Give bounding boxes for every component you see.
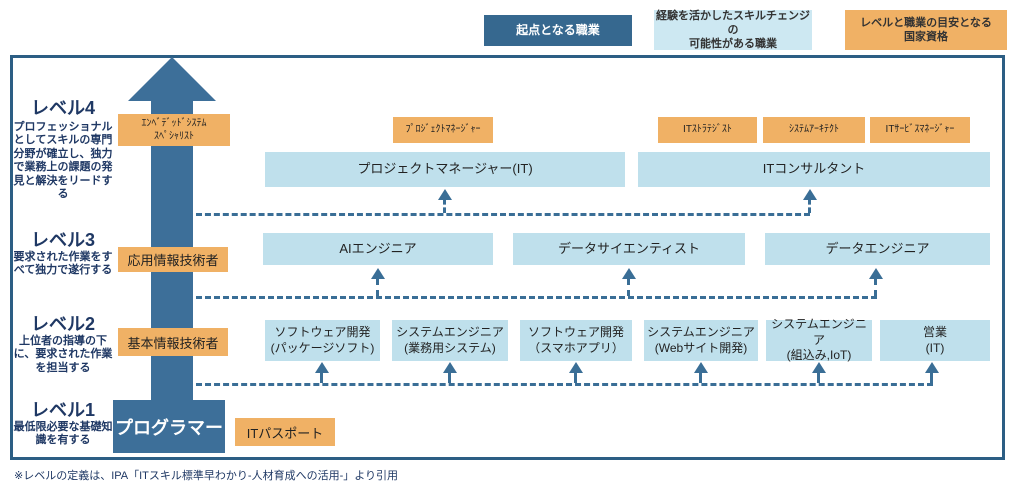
up-arrow-icon (569, 362, 583, 373)
level1-title: レベル1 (30, 400, 95, 420)
up-arrow-icon (315, 362, 329, 373)
up-arrow-icon (869, 268, 883, 279)
job-software-dev-package: ソフトウェア開発 (パッケージソフト) (265, 320, 380, 361)
legend-origin-label: 起点となる職業 (516, 22, 600, 37)
job-system-engineer-iot: システムエンジニア (組込み,IoT) (766, 317, 872, 362)
job-software-dev-smartphone: ソフトウェア開発 （スマホアプリ） (520, 320, 632, 361)
level3-description: 要求された作業をすべて独力で遂行する (13, 251, 113, 277)
connector-stub (448, 372, 451, 383)
legend-origin-job: 起点となる職業 (484, 15, 632, 46)
connector-stub (817, 372, 820, 383)
legend-skill-change-line1: 経験を活かしたスキルチェンジの (656, 9, 810, 36)
job-system-engineer-web: システムエンジニア (Webサイト開発) (644, 320, 758, 361)
legend-national-cert-line1: レベルと職業の目安となる (860, 16, 992, 29)
job-project-manager-it-label: プロジェクトマネージャー(IT) (357, 161, 533, 177)
job-data-scientist: データサイエンティスト (513, 233, 745, 265)
legend-skill-change-line2: 可能性がある職業 (689, 38, 777, 51)
level2-title: レベル2 (30, 314, 95, 334)
connector-stub (443, 199, 446, 213)
cert-it-strategist: ITｽﾄﾗﾃｼﾞｽﾄ (658, 117, 757, 143)
legend-national-cert: レベルと職業の目安となる 国家資格 (845, 10, 1007, 50)
up-arrow-icon (925, 362, 939, 373)
job-ai-engineer-label: AIエンジニア (339, 240, 417, 256)
cert-system-architect: ｼｽﾃﾑｱｰｷﾃｸﾄ (763, 117, 865, 143)
level4-description: プロフェッショナルとしてスキルの専門分野が確立し、独力で業務上の課題の発見と解決… (13, 121, 113, 201)
up-arrow-icon (371, 268, 385, 279)
level3-title: レベル3 (30, 230, 95, 250)
job-programmer: プログラマー (113, 400, 225, 453)
up-arrow-icon (694, 362, 708, 373)
level1-description: 最低限必要な基礎知識を有する (13, 421, 113, 447)
cert-it-service-manager: ITｻｰﾋﾞｽﾏﾈｰｼﾞｬｰ (870, 117, 970, 143)
connector-stub (376, 279, 379, 296)
job-data-scientist-label: データサイエンティスト (557, 240, 701, 256)
connector-stub (930, 372, 933, 383)
cert-embedded-system-specialist: ｴﾝﾍﾞﾃﾞｯﾄﾞｼｽﾃﾑ ｽﾍﾟｼｬﾘｽﾄ (118, 114, 230, 146)
cert-applied-info-engineer: 応用情報技術者 (118, 247, 228, 272)
up-arrow-icon (622, 268, 636, 279)
up-arrow-icon (812, 362, 826, 373)
up-arrow-icon (803, 189, 817, 200)
up-arrow-icon (443, 362, 457, 373)
job-it-consultant-label: ITコンサルタント (762, 161, 866, 177)
connector-stub (874, 279, 877, 296)
connector-stub (808, 199, 811, 213)
cert-project-manager: ﾌﾟﾛｼﾞｪｸﾄﾏﾈｰｼﾞｬｰ (393, 117, 493, 143)
connector-stub (699, 372, 702, 383)
up-arrow-icon (438, 189, 452, 200)
source-note: ※レベルの定義は、IPA「ITスキル標準早わかり-人材育成への活用-」より引用 (14, 470, 399, 482)
connector-stub (574, 372, 577, 383)
job-data-engineer: データエンジニア (765, 233, 990, 265)
level2-description: 上位者の指導の下に、要求された作業を担当する (13, 335, 113, 374)
cert-fundamental-info-engineer: 基本情報技術者 (118, 328, 228, 356)
growth-arrow-icon (128, 57, 216, 101)
job-project-manager-it: プロジェクトマネージャー(IT) (265, 152, 625, 187)
legend-national-cert-line2: 国家資格 (904, 31, 948, 43)
cert-it-passport: ITパスポート (235, 418, 335, 446)
legend-skill-change-job: 経験を活かしたスキルチェンジの 可能性がある職業 (654, 10, 812, 50)
connector-line-level3 (196, 296, 877, 299)
job-programmer-label: プログラマー (115, 417, 223, 438)
level4-title: レベル4 (30, 98, 95, 118)
job-sales-it: 営業 (IT) (880, 320, 990, 361)
job-ai-engineer: AIエンジニア (263, 233, 493, 265)
job-it-consultant: ITコンサルタント (638, 152, 990, 187)
job-data-engineer-label: データエンジニア (825, 240, 930, 256)
connector-stub (320, 372, 323, 383)
connector-line-level4 (196, 213, 810, 216)
connector-stub (627, 279, 630, 296)
connector-line-level2 (196, 383, 933, 386)
job-system-engineer-business: システムエンジニア (業務用システム) (392, 320, 508, 361)
